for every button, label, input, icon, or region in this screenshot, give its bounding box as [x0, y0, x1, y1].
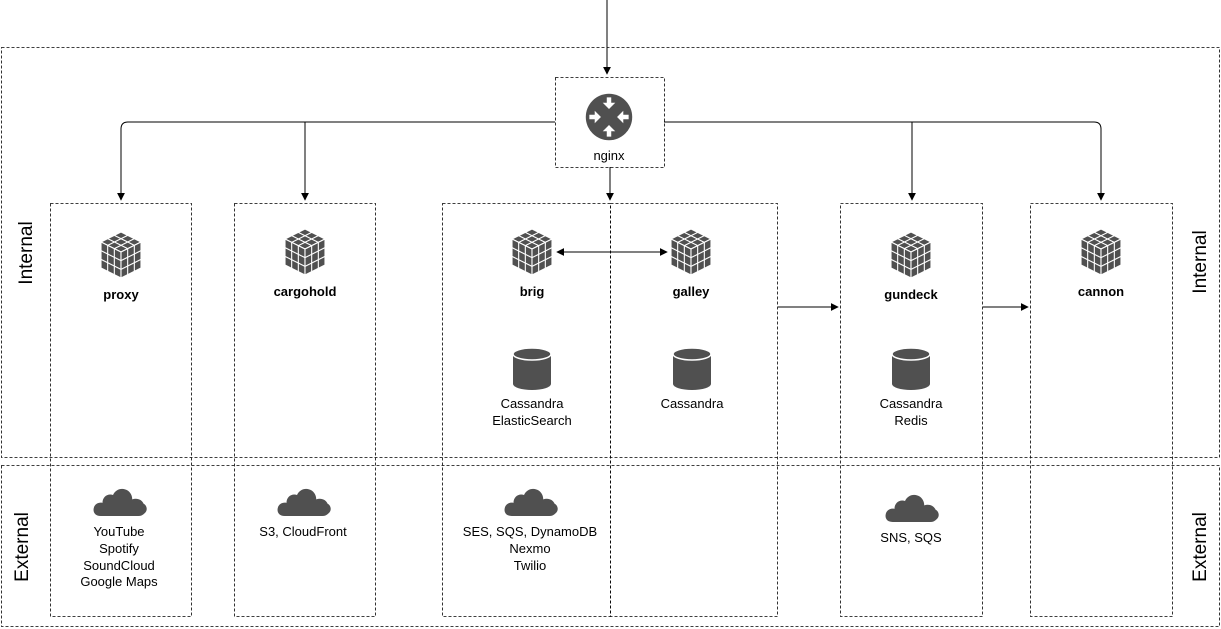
brig-store-1: Cassandra [501, 396, 565, 411]
brig-cube-icon [511, 228, 553, 276]
gundeck-column-box [840, 203, 983, 617]
region-label-external-left: External [12, 512, 33, 582]
gundeck-database-icon [891, 347, 931, 391]
galley-database-icon [672, 347, 712, 391]
proxy-column-box [50, 203, 192, 617]
region-label-internal-right: Internal [1190, 230, 1211, 293]
proxy-cube-icon [100, 231, 142, 279]
region-label-external-right: External [1190, 512, 1211, 582]
gundeck-label: gundeck [884, 287, 938, 302]
cargohold-cloud-icon [277, 488, 331, 516]
proxy-external-3: SoundCloud [83, 558, 155, 573]
gundeck-store-1: Cassandra [880, 396, 944, 411]
proxy-external-2: Spotify [99, 541, 139, 556]
nginx-box [555, 77, 665, 168]
proxy-label: proxy [103, 287, 139, 302]
cannon-label: cannon [1078, 284, 1124, 299]
cannon-column-box [1030, 203, 1173, 617]
gundeck-external-1: SNS, SQS [880, 530, 942, 545]
brig-store-2: ElasticSearch [492, 413, 571, 428]
proxy-external-1: YouTube [93, 524, 144, 539]
brig-label: brig [520, 284, 545, 299]
nginx-label: nginx [593, 148, 625, 163]
cannon-cube-icon [1080, 228, 1122, 276]
cargohold-external-1: S3, CloudFront [259, 524, 347, 539]
brig-database-icon [512, 347, 552, 391]
proxy-external-4: Google Maps [80, 574, 158, 589]
brig-cloud-icon [504, 488, 558, 516]
gundeck-cube-icon [890, 231, 932, 279]
galley-store-1: Cassandra [661, 396, 725, 411]
galley-label: galley [673, 284, 711, 299]
brig-external-1: SES, SQS, DynamoDB [463, 524, 597, 539]
brig-external-3: Twilio [514, 558, 547, 573]
edge-nginx-to-proxy [117, 121, 555, 201]
cargohold-column-box [234, 203, 376, 617]
galley-cube-icon [670, 228, 712, 276]
proxy-cloud-icon [93, 488, 147, 516]
gundeck-store-2: Redis [894, 413, 928, 428]
brig-column-box [442, 203, 611, 617]
cargohold-cube-icon [284, 228, 326, 276]
cargohold-label: cargohold [274, 284, 337, 299]
brig-external-2: Nexmo [509, 541, 550, 556]
external-region-box [1, 465, 1220, 627]
edge-nginx-to-cannon [664, 121, 1105, 201]
region-label-internal-left: Internal [16, 221, 37, 284]
gundeck-cloud-icon [885, 494, 939, 522]
router-icon [585, 93, 633, 141]
